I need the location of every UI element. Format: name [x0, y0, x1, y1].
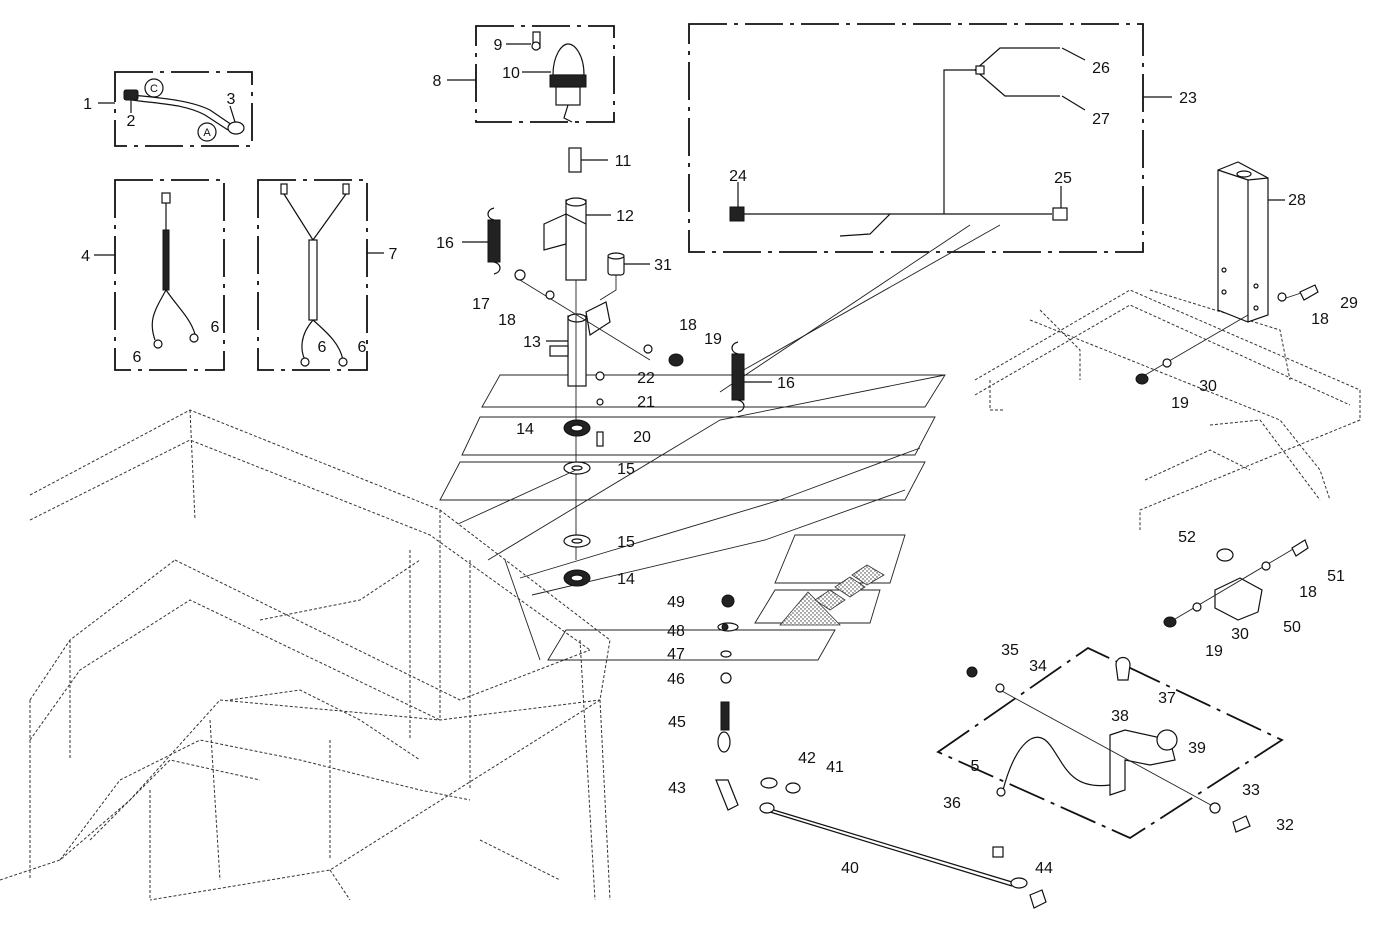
callout-22: 22 [637, 370, 655, 387]
box7-harness [280, 183, 350, 367]
callout-5: 5 [971, 758, 980, 775]
callout-19a: 19 [704, 331, 722, 348]
callout-16b: 16 [777, 375, 795, 392]
shaded-plates [779, 564, 885, 626]
callout-31: 31 [654, 257, 672, 274]
callout-6d: 6 [358, 339, 367, 356]
callout-48: 48 [667, 623, 685, 640]
callout-28: 28 [1288, 192, 1306, 209]
callout-47: 47 [667, 646, 685, 663]
callout-52: 52 [1178, 529, 1196, 546]
callout-2: 2 [127, 113, 136, 130]
callout-39: 39 [1188, 740, 1206, 757]
callout-32: 32 [1276, 817, 1294, 834]
callout-19c: 19 [1205, 643, 1223, 660]
callout-36: 36 [943, 795, 961, 812]
callout-18b: 18 [679, 317, 697, 334]
callout-43: 43 [668, 780, 686, 797]
callout-6b: 6 [211, 319, 220, 336]
rod-40 [759, 777, 1047, 909]
callout-40: 40 [841, 860, 859, 877]
callout-44: 44 [1035, 860, 1053, 877]
callout-50: 50 [1283, 619, 1301, 636]
callout-18d: 18 [1299, 584, 1317, 601]
callout-7: 7 [389, 246, 398, 263]
callout-51: 51 [1327, 568, 1345, 585]
callout-3: 3 [227, 91, 236, 108]
callout-17: 17 [472, 296, 490, 313]
callout-10: 10 [502, 65, 520, 82]
callout-11: 11 [615, 153, 632, 170]
callout-38: 38 [1111, 708, 1129, 725]
callout-30a: 30 [1199, 378, 1217, 395]
callout-18c: 18 [1311, 311, 1329, 328]
callout-14a: 14 [516, 421, 534, 438]
callout-49: 49 [667, 594, 685, 611]
leader-lines [94, 43, 1285, 383]
callout-25: 25 [1054, 170, 1072, 187]
callout-15a: 15 [617, 461, 635, 478]
callout-45: 45 [668, 714, 686, 731]
wire-harness [729, 47, 1068, 237]
group-boxes [114, 23, 1284, 840]
callout-33: 33 [1242, 782, 1260, 799]
mounting-plates [439, 224, 1001, 661]
callout-37: 37 [1158, 690, 1176, 707]
callout-24: 24 [729, 168, 747, 185]
cab-frame [0, 409, 611, 901]
callout-16a: 16 [436, 235, 454, 252]
callout-1: 1 [83, 96, 92, 113]
callout-18a: 18 [498, 312, 516, 329]
callout-4: 4 [81, 248, 90, 265]
bracket-28 [1135, 161, 1319, 385]
callout-26: 26 [1092, 60, 1110, 77]
stack-49-43 [715, 594, 739, 811]
callout-30b: 30 [1231, 626, 1249, 643]
callout-9: 9 [494, 37, 503, 54]
beacon-lamp [531, 31, 587, 123]
lamp-36-parts [966, 656, 1251, 833]
callout-21: 21 [637, 394, 655, 411]
callout-15b: 15 [617, 534, 635, 551]
callout-8: 8 [433, 73, 442, 90]
callout-35: 35 [1001, 642, 1019, 659]
mast-assembly [457, 147, 684, 587]
callout-46: 46 [667, 671, 685, 688]
bracket-50 [1163, 539, 1309, 628]
callout-34: 34 [1029, 658, 1047, 675]
callout-27: 27 [1092, 111, 1110, 128]
callout-20: 20 [633, 429, 651, 446]
tractor-chassis [974, 289, 1361, 530]
callout-41: 41 [826, 759, 844, 776]
circle-marker-c: C [150, 83, 158, 95]
callout-13: 13 [523, 334, 541, 351]
callout-6c: 6 [318, 339, 327, 356]
callout-29: 29 [1340, 295, 1358, 312]
callout-23: 23 [1179, 90, 1197, 107]
callout-14b: 14 [617, 571, 635, 588]
callout-12: 12 [616, 208, 634, 225]
callout-labels: 1 2 3 4 5 6 6 6 6 7 8 9 10 11 12 13 14 1… [81, 37, 1358, 877]
springs [487, 207, 745, 413]
box1-parts: C A [123, 78, 245, 142]
callout-6a: 6 [133, 349, 142, 366]
circle-marker-a: A [203, 127, 211, 139]
callout-42: 42 [798, 750, 816, 767]
box4-harness [151, 192, 199, 349]
callout-19b: 19 [1171, 395, 1189, 412]
